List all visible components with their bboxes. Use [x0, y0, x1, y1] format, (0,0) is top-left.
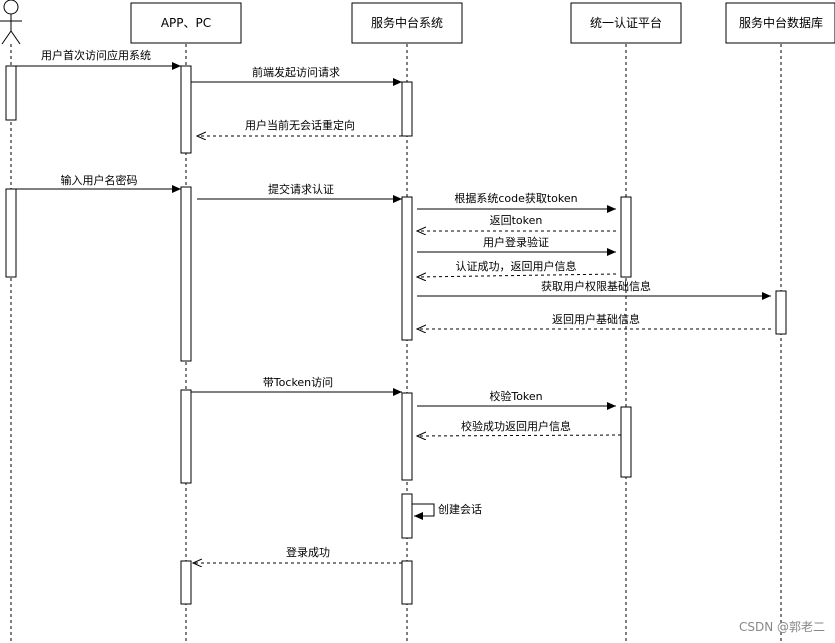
message-return-arrow	[417, 435, 622, 436]
participant-app: APP、PC	[130, 2, 242, 44]
message-label: 返回用户基础信息	[552, 312, 640, 326]
lifelines	[10, 44, 782, 643]
participant-app-label: APP、PC	[161, 16, 211, 30]
participant-service-platform: 服务中台系统	[351, 2, 463, 44]
message-label: 认证成功，返回用户信息	[456, 259, 577, 273]
activation-bar	[401, 81, 413, 137]
participant-auth-platform-label: 统一认证平台	[590, 15, 662, 30]
message-label: 登录成功	[286, 545, 330, 559]
message-self-arrow	[412, 503, 435, 520]
activation-bar	[180, 560, 192, 605]
message-label: 用户首次访问应用系统	[41, 48, 151, 62]
participant-database-label: 服务中台数据库	[739, 15, 823, 30]
message-label: 输入用户名密码	[61, 173, 138, 187]
message-label: 用户登录验证	[483, 235, 549, 249]
message-label: 创建会话	[438, 502, 482, 516]
participant-auth-platform: 统一认证平台	[570, 2, 682, 44]
activation-bar	[401, 560, 413, 605]
messages: 用户首次访问应用系统 前端发起访问请求 用户当前无会话重定向 输入用户名密码 提…	[16, 48, 771, 563]
activation-bar	[180, 186, 192, 362]
activation-bar	[775, 290, 787, 335]
participant-service-platform-box	[351, 2, 463, 44]
participant-database-box	[725, 2, 835, 44]
activation-bar	[401, 196, 413, 341]
activation-bar	[620, 406, 632, 478]
participant-auth-platform-box	[570, 2, 682, 44]
activation-bars	[5, 65, 787, 605]
participant-database: 服务中台数据库	[725, 2, 835, 44]
activation-bar	[180, 65, 192, 154]
activation-bar	[5, 65, 17, 121]
activation-bar	[180, 389, 192, 484]
message-label: 提交请求认证	[268, 182, 334, 196]
message-label: 带Tocken访问	[263, 376, 333, 389]
message-label: 根据系统code获取token	[454, 191, 577, 205]
message-label: 前端发起访问请求	[252, 65, 340, 79]
message-label: 校验成功返回用户信息	[461, 419, 571, 433]
message-label: 返回token	[490, 214, 543, 227]
message-return-arrow	[417, 274, 617, 277]
participant-app-box	[130, 2, 242, 44]
activation-bar	[620, 196, 632, 278]
message-label: 获取用户权限基础信息	[541, 279, 651, 293]
message-label: 校验Token	[489, 389, 542, 403]
activation-bar	[5, 188, 17, 278]
message-label: 用户当前无会话重定向	[245, 118, 355, 132]
watermark: CSDN @郭老二	[738, 620, 825, 634]
user-actor-icon	[0, 0, 22, 45]
participant-service-platform-label: 服务中台系统	[371, 15, 443, 30]
activation-bar	[401, 392, 413, 481]
activation-bar	[401, 493, 413, 539]
